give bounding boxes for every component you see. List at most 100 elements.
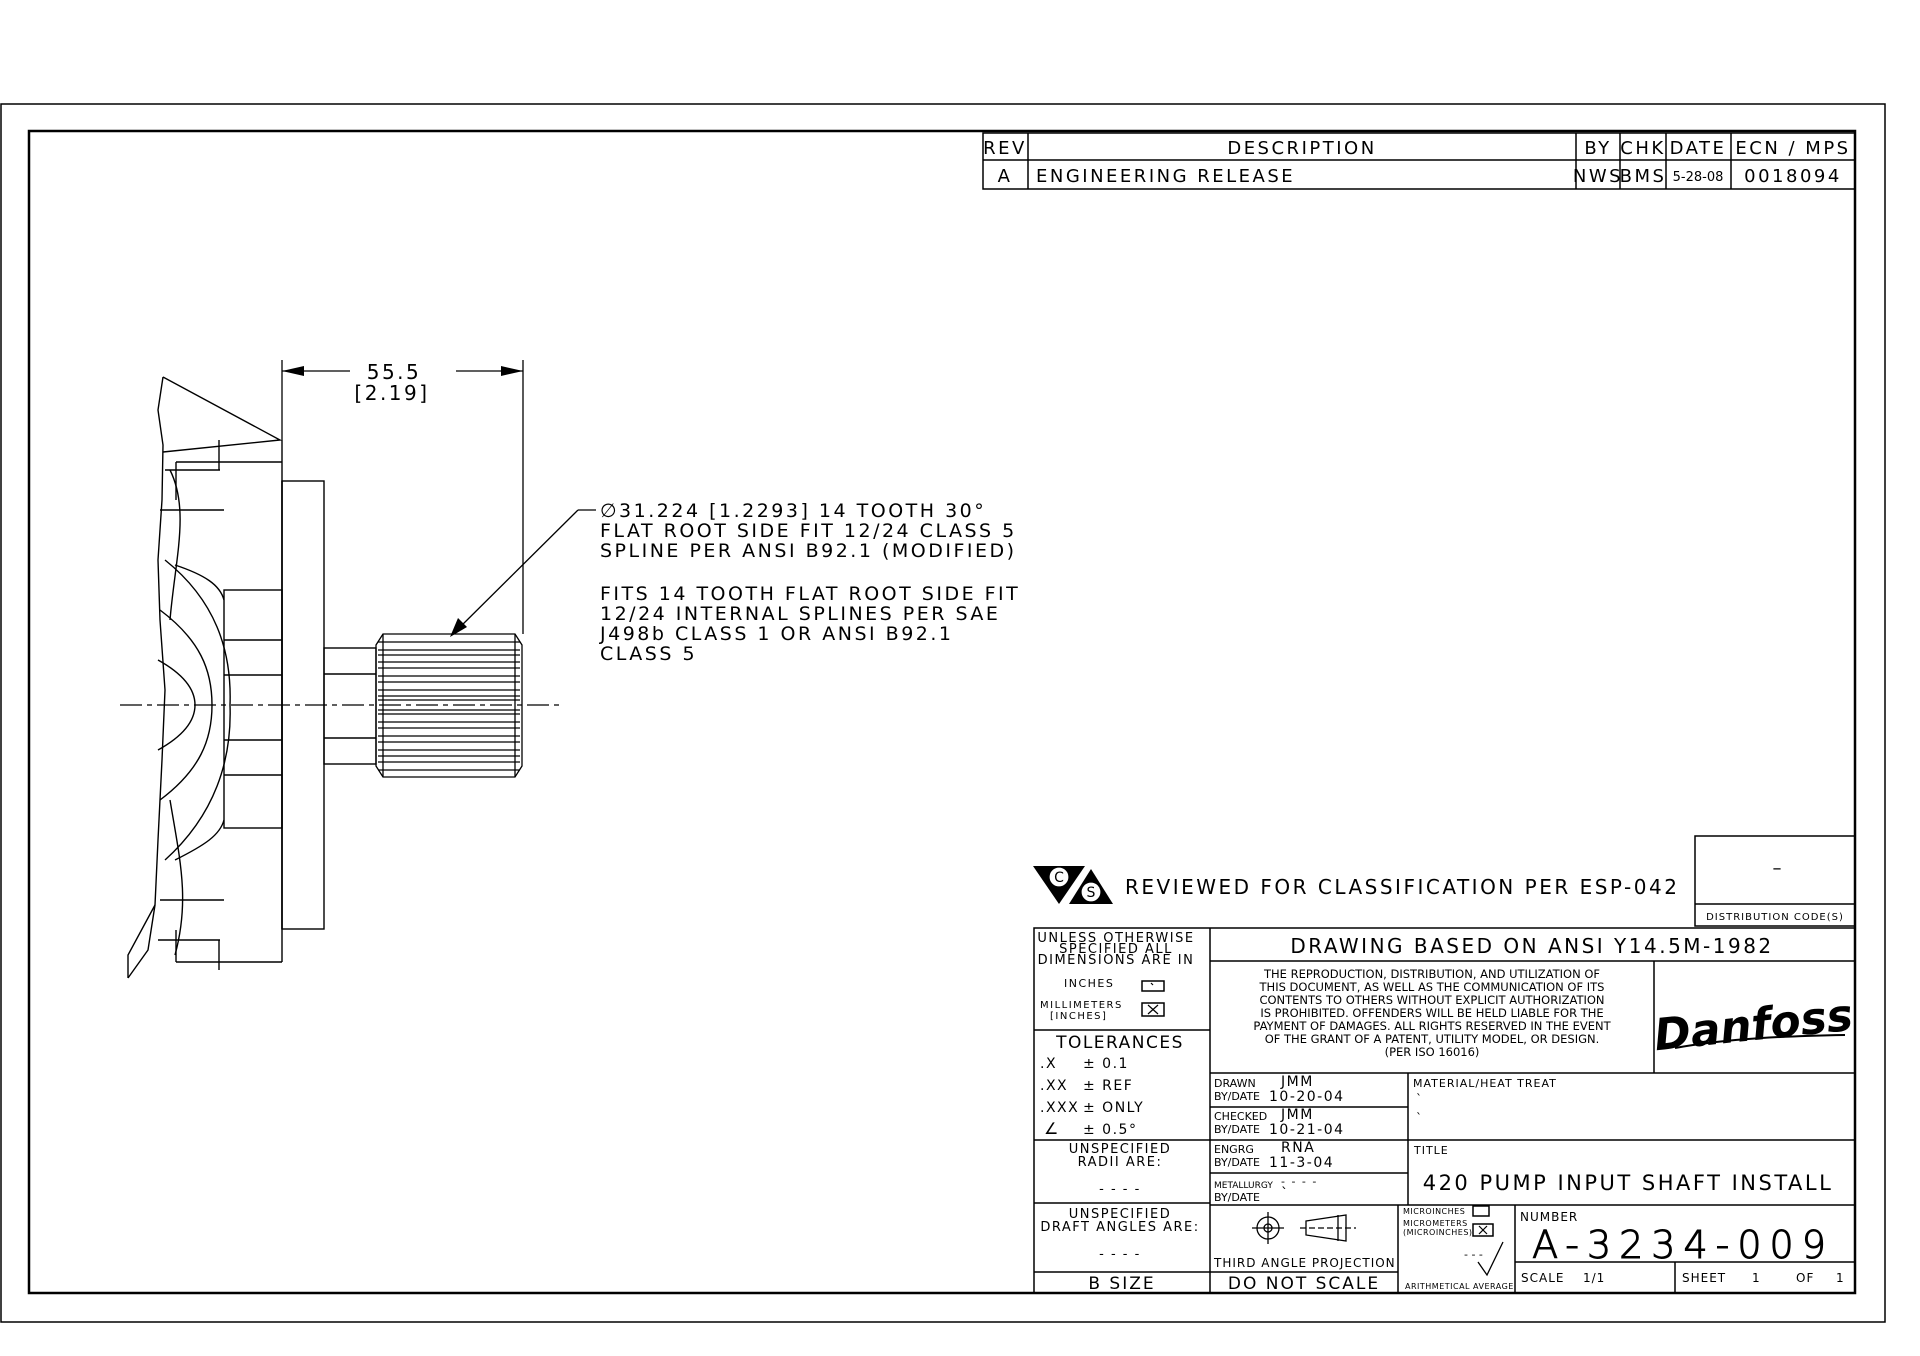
rev-value: A bbox=[998, 166, 1013, 187]
radii-line-2: RADII ARE: bbox=[1078, 1155, 1163, 1170]
sheet-size: B SIZE bbox=[1088, 1274, 1155, 1294]
logo-text: Danfoss bbox=[1652, 990, 1856, 1062]
by-header: BY bbox=[1584, 138, 1611, 159]
metallurgy-label: METALLURGY bbox=[1214, 1181, 1273, 1191]
classification-text: REVIEWED FOR CLASSIFICATION PER ESP-042 bbox=[1125, 875, 1679, 899]
description-value: ENGINEERING RELEASE bbox=[1036, 166, 1295, 187]
checked-name: JMM bbox=[1280, 1107, 1314, 1123]
scale-label: SCALE bbox=[1521, 1271, 1564, 1285]
rev-header: REV bbox=[983, 138, 1027, 159]
micro-line-3: (MICROINCHES) bbox=[1403, 1228, 1473, 1237]
dimension-mm: 55.5 bbox=[367, 360, 422, 384]
micro-dash: - - - bbox=[1464, 1248, 1483, 1261]
unless-line-2: SPECIFIED ALL bbox=[1059, 942, 1173, 957]
tol-key-1: .X bbox=[1040, 1056, 1057, 1072]
fits-note-line-3: J498b CLASS 1 OR ANSI B92.1 bbox=[599, 623, 954, 645]
drawing-based: DRAWING BASED ON ANSI Y14.5M-1982 bbox=[1290, 934, 1773, 958]
chk-header: CHK bbox=[1620, 138, 1665, 159]
unit-marks bbox=[1147, 982, 1488, 1235]
drawn-name: JMM bbox=[1280, 1074, 1314, 1090]
drawn-date-label: BY/DATE bbox=[1214, 1090, 1260, 1103]
tol-val-1: ± 0.1 bbox=[1083, 1056, 1129, 1072]
legal-line-7: (PER ISO 16016) bbox=[1385, 1045, 1480, 1059]
third-angle-projection-icon bbox=[1252, 1212, 1356, 1244]
fits-note-line-1: FITS 14 TOOTH FLAT ROOT SIDE FIT bbox=[600, 583, 1020, 605]
distribution-box bbox=[1694, 835, 1856, 927]
inches-label: INCHES bbox=[1064, 977, 1114, 990]
legal-line-2: THIS DOCUMENT, AS WELL AS THE COMMUNICAT… bbox=[1259, 980, 1605, 994]
classification-symbols bbox=[1033, 866, 1113, 904]
arith-label: ARITHMETICAL AVERAGE bbox=[1405, 1282, 1514, 1291]
ecn-value: 0018094 bbox=[1744, 166, 1842, 187]
number-label: NUMBER bbox=[1520, 1210, 1578, 1224]
tolerances-label: TOLERANCES bbox=[1055, 1033, 1184, 1053]
length-dimension bbox=[281, 360, 524, 634]
draft-value: - - - - bbox=[1099, 1247, 1141, 1262]
class-symbol-c: C bbox=[1054, 870, 1064, 886]
distribution-value: – bbox=[1773, 858, 1782, 879]
engrg-name: RNA bbox=[1281, 1140, 1315, 1156]
spline-note-line-2: FLAT ROOT SIDE FIT 12/24 CLASS 5 bbox=[600, 520, 1017, 542]
micro-line-2: MICROMETERS bbox=[1403, 1219, 1468, 1228]
draft-line-1: UNSPECIFIED bbox=[1069, 1207, 1172, 1222]
micro-line-1: MICROINCHES bbox=[1403, 1207, 1465, 1216]
metallurgy-date-label: BY/DATE bbox=[1214, 1191, 1260, 1204]
danfoss-logo: Danfoss bbox=[1652, 990, 1856, 1062]
fits-note-line-4: CLASS 5 bbox=[600, 643, 697, 665]
of-label: OF bbox=[1796, 1271, 1814, 1285]
chk-value: BMS bbox=[1620, 166, 1667, 187]
legal-line-5: PAYMENT OF DAMAGES. ALL RIGHTS RESERVED … bbox=[1253, 1019, 1611, 1033]
date-value: 5-28-08 bbox=[1673, 170, 1724, 185]
material-value-2: ` bbox=[1416, 1111, 1422, 1125]
mm-label-line-1: MILLIMETERS bbox=[1040, 1000, 1123, 1011]
date-header: DATE bbox=[1670, 138, 1727, 159]
drawn-label: DRAWN bbox=[1214, 1077, 1256, 1090]
mm-label-line-2: [INCHES] bbox=[1050, 1011, 1107, 1022]
checked-date-label: BY/DATE bbox=[1214, 1123, 1260, 1136]
drawing-number: A-3234-009 bbox=[1532, 1223, 1834, 1267]
do-not-scale: DO NOT SCALE bbox=[1228, 1274, 1380, 1294]
radii-value: - - - - bbox=[1099, 1182, 1141, 1197]
inner-border bbox=[27, 129, 1857, 1295]
engrg-label: ENGRG bbox=[1214, 1143, 1254, 1156]
checked-date: 10-21-04 bbox=[1269, 1122, 1345, 1138]
spline-leader bbox=[450, 509, 596, 637]
of-value: 1 bbox=[1836, 1271, 1845, 1285]
legal-line-6: OF THE GRANT OF A PATENT, UTILITY MODEL,… bbox=[1265, 1032, 1600, 1046]
projection-label: THIRD ANGLE PROJECTION bbox=[1213, 1256, 1396, 1270]
material-value-1: ` bbox=[1416, 1092, 1422, 1106]
legal-line-3: CONTENTS TO OTHERS WITHOUT EXPLICIT AUTH… bbox=[1259, 993, 1604, 1007]
unless-line-3: DIMENSIONS ARE IN bbox=[1038, 953, 1195, 968]
fits-note-line-2: 12/24 INTERNAL SPLINES PER SAE bbox=[600, 603, 1000, 625]
spline-note-line-1: ∅31.224 [1.2293] 14 TOOTH 30° bbox=[600, 500, 986, 522]
legal-line-1: THE REPRODUCTION, DISTRIBUTION, AND UTIL… bbox=[1263, 967, 1600, 981]
spline-note-line-3: SPLINE PER ANSI B92.1 (MODIFIED) bbox=[600, 540, 1017, 562]
title-block bbox=[1033, 927, 1856, 1294]
ecn-header: ECN / MPS bbox=[1735, 138, 1850, 159]
by-value: NWS bbox=[1573, 166, 1623, 187]
outer-border bbox=[0, 103, 1886, 1323]
unless-line-1: UNLESS OTHERWISE bbox=[1037, 931, 1194, 946]
title-label: TITLE bbox=[1413, 1144, 1449, 1157]
tol-val-2: ± REF bbox=[1083, 1078, 1133, 1094]
spline bbox=[375, 633, 523, 778]
pump-housing-section bbox=[127, 376, 325, 979]
tol-key-2: .XX bbox=[1040, 1078, 1068, 1094]
legal-line-4: IS PROHIBITED. OFFENDERS WILL BE HELD LI… bbox=[1260, 1006, 1603, 1020]
scale-value: 1/1 bbox=[1583, 1271, 1605, 1285]
distribution-label: DISTRIBUTION CODE(S) bbox=[1706, 912, 1844, 923]
tol-key-4: ∠ bbox=[1044, 1119, 1060, 1138]
tol-val-3: ± ONLY bbox=[1083, 1100, 1144, 1116]
drawing-title: 420 PUMP INPUT SHAFT INSTALL bbox=[1423, 1171, 1834, 1195]
checked-label: CHECKED bbox=[1214, 1110, 1267, 1123]
class-symbol-s: S bbox=[1087, 885, 1096, 901]
sheet-value: 1 bbox=[1752, 1271, 1761, 1285]
revision-block bbox=[982, 132, 1856, 190]
dimension-in: [2.19] bbox=[354, 381, 429, 405]
surface-finish-icon bbox=[1477, 1241, 1504, 1277]
tol-key-3: .XXX bbox=[1040, 1100, 1079, 1116]
draft-line-2: DRAFT ANGLES ARE: bbox=[1040, 1220, 1199, 1235]
drawn-date: 10-20-04 bbox=[1269, 1089, 1345, 1105]
material-label: MATERIAL/HEAT TREAT bbox=[1413, 1077, 1557, 1090]
